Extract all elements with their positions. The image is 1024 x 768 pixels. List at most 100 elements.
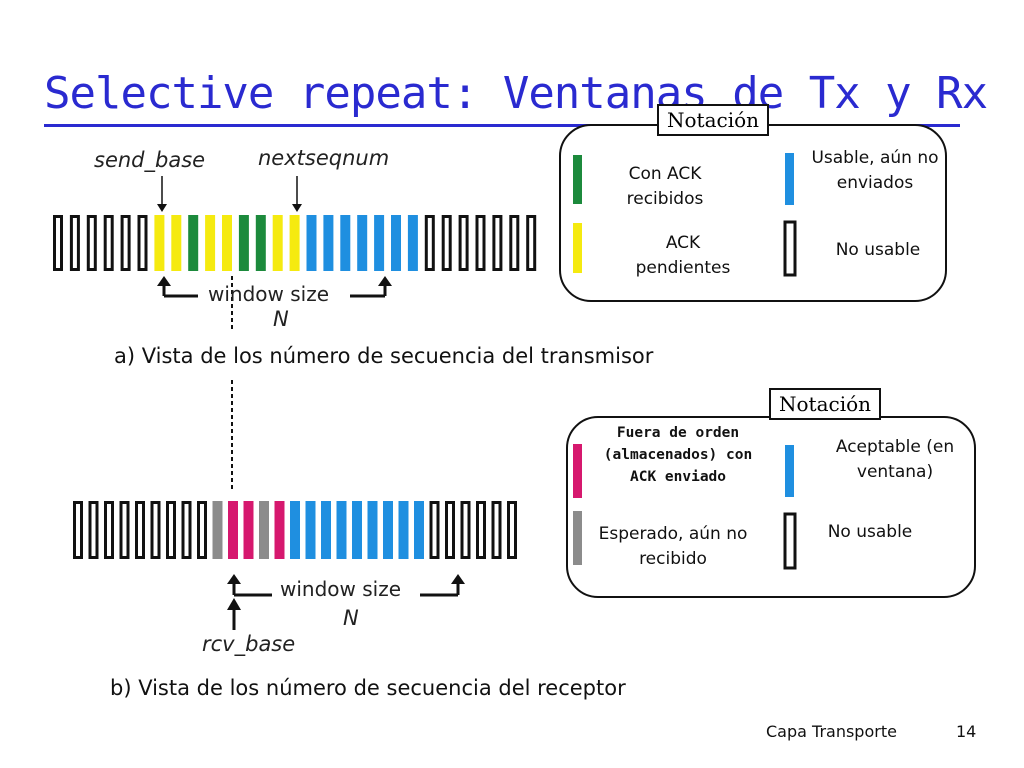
sender-seq-slot-usable bbox=[374, 215, 385, 271]
receiver-seq-slot-unusable bbox=[460, 501, 471, 559]
legend-receiver-unusable-label: No usable bbox=[827, 522, 913, 542]
sender-seq-slot-unusable bbox=[526, 215, 537, 271]
receiver-seq-slot-unusable bbox=[476, 501, 486, 559]
legend-buffered-label: Fuera de orden (almacenados) con ACK env… bbox=[603, 425, 753, 485]
sender-seq-slot-unusable bbox=[103, 215, 114, 271]
receiver-seq-slot-buffered bbox=[243, 501, 254, 559]
receiver-seq-slot-usable bbox=[398, 501, 409, 559]
send-base-arrowhead bbox=[157, 204, 167, 212]
receiver-seq-slot-usable bbox=[383, 501, 393, 559]
receiver-seq-slot-usable bbox=[367, 501, 378, 559]
receiver-window-bracket-left bbox=[232, 582, 272, 597]
receiver-seq-slot-unusable bbox=[119, 501, 130, 559]
footer-page-number: 14 bbox=[956, 722, 977, 741]
sender-seq-slot-pending bbox=[222, 215, 232, 271]
receiver-seq-slot-unusable bbox=[135, 501, 145, 559]
receiver-legend-tag: Notación bbox=[769, 388, 882, 420]
receiver-legend-box bbox=[566, 416, 976, 598]
receiver-seq-slot-usable bbox=[336, 501, 347, 559]
slide-title: Selective repeat: Ventanas de Tx y Rx bbox=[44, 68, 988, 119]
receiver-seq-slot-unusable bbox=[150, 501, 161, 559]
sender-seq-slot-unusable bbox=[53, 215, 63, 271]
receiver-caption: b) Vista de los número de secuencia del … bbox=[110, 676, 626, 700]
sender-caption: a) Vista de los número de secuencia del … bbox=[114, 344, 654, 368]
receiver-window-size-label: window size bbox=[280, 577, 402, 601]
sender-seq-slot-unusable bbox=[69, 215, 80, 271]
sender-seq-slot-usable bbox=[391, 215, 401, 271]
receiver-unusable-swatch bbox=[783, 512, 797, 570]
rcv-base-label: rcv_base bbox=[202, 632, 296, 656]
sender-legend-box bbox=[559, 124, 947, 302]
receiver-seq-slot-usable bbox=[321, 501, 331, 559]
sender-seq-slot-unusable bbox=[120, 215, 131, 271]
receiver-seq-slot-expected bbox=[212, 501, 223, 559]
legend-acked-label: Con ACK recibidos bbox=[626, 164, 704, 209]
receiver-seq-slot-unusable bbox=[73, 501, 83, 559]
sender-seq-slot-pending bbox=[205, 215, 216, 271]
sender-window-right-arrowhead bbox=[378, 276, 392, 286]
receiver-window-left-arrowhead bbox=[227, 574, 241, 584]
sender-seq-slot-unusable bbox=[458, 215, 469, 271]
receiver-seq-slot-buffered bbox=[274, 501, 285, 559]
receiver-seq-slot-usable bbox=[290, 501, 300, 559]
sender-legend-tag: Notación bbox=[657, 104, 770, 136]
receiver-seq-slot-unusable bbox=[197, 501, 207, 559]
receiver-seq-slot-unusable bbox=[429, 501, 440, 559]
sender-seq-slot-pending bbox=[154, 215, 165, 271]
legend-pending-label: ACK pendientes bbox=[635, 233, 731, 278]
expected-swatch bbox=[573, 511, 582, 565]
sender-window-left-arrowhead bbox=[157, 276, 171, 286]
receiver-seq-slot-unusable bbox=[507, 501, 517, 559]
sender-seq-slot-unusable bbox=[492, 215, 503, 271]
receiver-window-bracket-right bbox=[420, 582, 460, 597]
sender-seq-slot-ack bbox=[255, 215, 266, 271]
sender-seq-slot-unusable bbox=[86, 215, 97, 271]
footer-section: Capa Transporte bbox=[766, 722, 897, 741]
legend-expected-label: Esperado, aún no recibido bbox=[598, 524, 748, 569]
pending-swatch bbox=[573, 223, 582, 273]
receiver-seq-slot-expected bbox=[259, 501, 269, 559]
sender-window-size-label: window size bbox=[208, 282, 330, 306]
send-base-label: send_base bbox=[94, 148, 206, 172]
sender-seq-slot-usable bbox=[306, 215, 317, 271]
sender-seq-slot-unusable bbox=[475, 215, 486, 271]
unusable-swatch bbox=[783, 220, 797, 277]
receiver-window-right-arrowhead bbox=[451, 574, 465, 584]
sender-seq-slot-ack bbox=[238, 215, 249, 271]
sender-seq-slot-unusable bbox=[441, 215, 452, 271]
receiver-seq-slot-unusable bbox=[491, 501, 502, 559]
receiver-seq-slot-unusable bbox=[88, 501, 99, 559]
sender-seq-slot-usable bbox=[323, 215, 334, 271]
sender-seq-slot-unusable bbox=[509, 215, 520, 271]
sender-seq-slot-usable bbox=[340, 215, 351, 271]
nextseqnum-label: nextseqnum bbox=[258, 146, 390, 170]
sender-seq-slot-usable bbox=[357, 215, 368, 271]
receiver-seq-slot-usable bbox=[352, 501, 362, 559]
nextseqnum-arrowhead bbox=[292, 204, 302, 212]
receiver-seq-slot-usable bbox=[305, 501, 316, 559]
receiver-seq-slot-unusable bbox=[181, 501, 192, 559]
sender-n-label: N bbox=[273, 307, 289, 331]
receiver-seq-slot-unusable bbox=[445, 501, 455, 559]
title-underline bbox=[44, 124, 960, 127]
sender-seq-slot-pending bbox=[289, 215, 300, 271]
sender-seq-slot-usable bbox=[407, 215, 418, 271]
sender-seq-slot-unusable bbox=[137, 215, 148, 271]
receiver-seq-slot-buffered bbox=[228, 501, 238, 559]
buffered-swatch bbox=[573, 444, 582, 498]
sender-seq-slot-ack bbox=[188, 215, 199, 271]
sender-seq-slot-unusable bbox=[424, 215, 435, 271]
sender-seq-slot-pending bbox=[272, 215, 283, 271]
receiver-n-label: N bbox=[343, 606, 359, 630]
acked-swatch bbox=[573, 155, 582, 204]
usable-swatch bbox=[785, 153, 794, 205]
receiver-seq-slot-unusable bbox=[166, 501, 176, 559]
legend-unusable-label: No usable bbox=[835, 240, 921, 260]
legend-usable-label: Usable, aún no enviados bbox=[811, 148, 939, 193]
rcv-base-arrowhead bbox=[227, 598, 241, 610]
legend-acceptable-label: Aceptable (en ventana) bbox=[835, 437, 955, 482]
